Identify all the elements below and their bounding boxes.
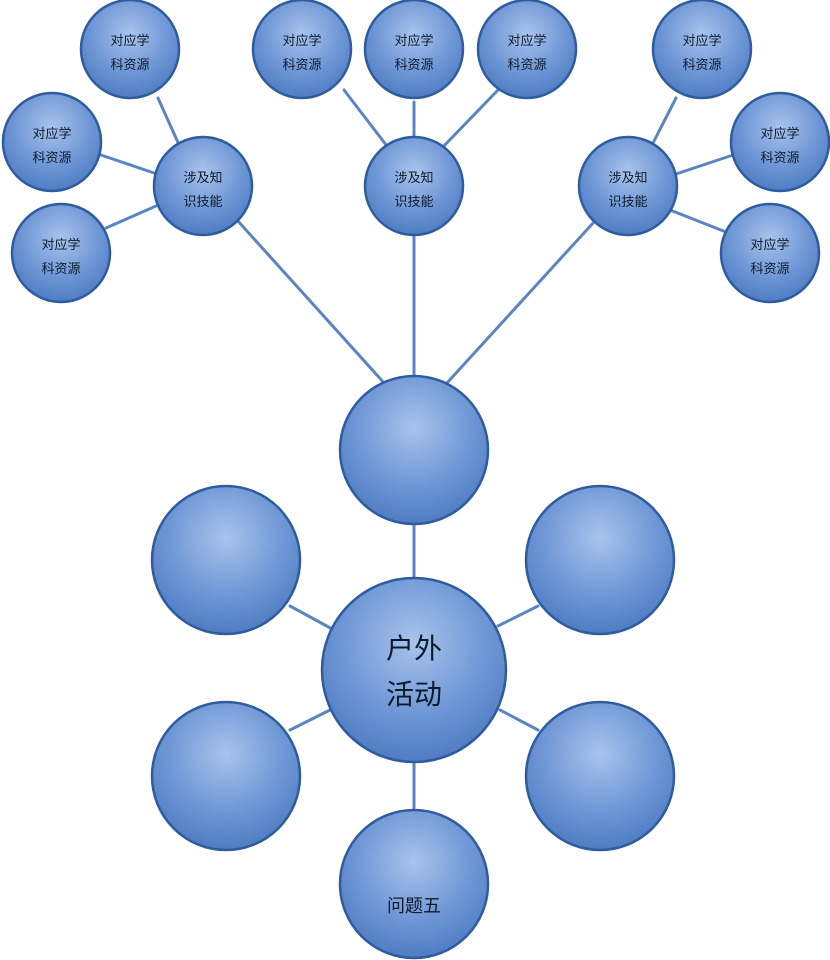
- resource-node: 对应学 科资源: [651, 0, 753, 100]
- resource-label-line1: 对应学: [682, 33, 721, 49]
- question-node-bottom: 问题五: [338, 808, 490, 960]
- resource-label-line2: 科资源: [394, 58, 433, 73]
- resource-label-line2: 科资源: [507, 58, 546, 73]
- resource-node: 对应学 科资源: [10, 202, 112, 304]
- edge-skill-left-res-2: [96, 152, 156, 175]
- resource-label-line2: 科资源: [110, 58, 149, 73]
- edge-skill-right-res-2: [674, 152, 738, 176]
- center-label-line1: 户外: [386, 632, 442, 665]
- resource-label-line2: 科资源: [760, 151, 799, 166]
- resource-label-line1: 对应学: [41, 237, 80, 253]
- edge-center-upper-right: [496, 604, 540, 628]
- resource-label-line2: 科资源: [750, 262, 789, 277]
- resource-node: 对应学 科资源: [729, 91, 830, 193]
- skill-node: 涉及知 识技能: [577, 135, 679, 237]
- resource-label-line1: 对应学: [750, 237, 789, 253]
- skill-node: 涉及知 识技能: [363, 135, 465, 237]
- question-node-lower-right: [524, 700, 676, 852]
- edge-skill-middle-res-3: [438, 88, 500, 152]
- edge-skill-right-res-1: [650, 96, 678, 147]
- skill-label-line2: 识技能: [394, 195, 433, 210]
- resource-node: 对应学 科资源: [363, 0, 465, 100]
- resource-label-line2: 科资源: [41, 262, 80, 277]
- edge-center-lower-left: [288, 708, 332, 732]
- resource-label-line2: 科资源: [682, 58, 721, 73]
- edge-skill-middle-res-1: [342, 88, 392, 152]
- resource-node: 对应学 科资源: [79, 0, 181, 100]
- question-five-label: 问题五: [387, 896, 441, 917]
- resource-label-line1: 对应学: [32, 126, 71, 142]
- skill-label-line2: 识技能: [183, 195, 222, 210]
- question-node-top: [338, 374, 490, 526]
- resource-label-line1: 对应学: [394, 33, 433, 49]
- question-node-lower-left: [150, 700, 302, 852]
- skill-label-line1: 涉及知: [183, 170, 222, 186]
- center-node: 户外 活动: [320, 576, 508, 764]
- resource-label-line1: 对应学: [282, 33, 321, 49]
- resource-nodes: 对应学 科资源 对应学 科资源 对应学 科资源 对应学 科资源 对应学 科资源 …: [1, 0, 830, 304]
- edge-center-upper-left: [288, 604, 336, 632]
- edge-top-to-skill-left: [235, 218, 387, 386]
- question-node-upper-left: [150, 484, 302, 636]
- edge-skill-left-res-1: [156, 96, 182, 149]
- resource-node: 对应学 科资源: [719, 202, 821, 304]
- skill-label-line1: 涉及知: [608, 170, 647, 186]
- skill-node: 涉及知 识技能: [152, 135, 254, 237]
- edge-skill-left-res-3: [104, 204, 158, 230]
- resource-label-line1: 对应学: [110, 33, 149, 49]
- resource-label-line2: 科资源: [32, 151, 71, 166]
- edge-skill-right-res-3: [668, 208, 728, 234]
- question-node-upper-right: [524, 484, 676, 636]
- resource-label-line2: 科资源: [282, 58, 321, 73]
- edge-top-to-skill-right: [444, 220, 596, 386]
- question-nodes: 问题五: [150, 374, 676, 960]
- center-label-line2: 活动: [386, 678, 442, 711]
- edge-center-lower-right: [498, 708, 540, 732]
- resource-node: 对应学 科资源: [1, 91, 103, 193]
- skill-label-line1: 涉及知: [394, 170, 433, 186]
- resource-label-line1: 对应学: [507, 33, 546, 49]
- connector-lines: [96, 88, 738, 814]
- resource-label-line1: 对应学: [760, 126, 799, 142]
- skill-nodes: 涉及知 识技能 涉及知 识技能 涉及知 识技能: [152, 135, 679, 237]
- skill-label-line2: 识技能: [608, 195, 647, 210]
- resource-node: 对应学 科资源: [476, 0, 578, 100]
- resource-node: 对应学 科资源: [251, 0, 353, 100]
